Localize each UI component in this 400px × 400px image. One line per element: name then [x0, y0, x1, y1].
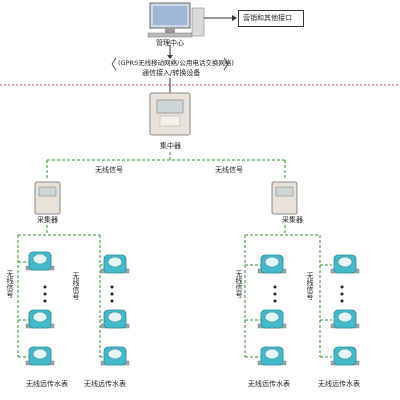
water-meter-icon — [25, 251, 55, 271]
management-center-label: 管理中心 — [156, 39, 184, 47]
meter-label: 无线远传水表 — [26, 380, 68, 388]
network-line-1: (GPRS无线移动网络/公用电话交换网络) — [118, 59, 234, 67]
concentrator-label: 集中器 — [160, 142, 181, 150]
arrow-head-icon — [167, 55, 173, 59]
wireless-links — [17, 152, 332, 358]
interface-box: 营销和其他接口 — [238, 10, 304, 27]
water-meter-icon — [100, 346, 130, 366]
water-meter-icon — [25, 346, 55, 366]
collector-device-icon — [271, 181, 298, 215]
wireless-label-right: 无线信号 — [215, 166, 243, 174]
water-meter-icon — [100, 309, 130, 329]
wireless-vertical-label: 无线信号 — [306, 272, 314, 300]
computer-icon — [147, 2, 205, 38]
water-meter-icon — [257, 254, 287, 274]
water-meter-icon — [257, 309, 287, 329]
ellipsis-dots — [43, 285, 344, 303]
water-meter-icon — [257, 346, 287, 366]
meter-label: 无线远传水表 — [318, 380, 360, 388]
wireless-vertical-label: 无线信号 — [6, 270, 14, 298]
concentrator-device-icon — [149, 92, 191, 136]
wireless-vertical-label: 无线信号 — [235, 270, 243, 298]
collector-device-icon — [34, 181, 61, 215]
arrow-head-icon — [232, 15, 237, 21]
collector-label-left: 采集器 — [37, 216, 58, 224]
meter-label: 无线远传水表 — [248, 380, 290, 388]
wireless-vertical-label: 无线信号 — [72, 272, 80, 300]
water-meter-icon — [330, 346, 360, 366]
water-meter-icon — [330, 309, 360, 329]
wireless-label-left: 无线信号 — [95, 166, 123, 174]
interface-label: 营销和其他接口 — [243, 14, 292, 22]
bracket-right — [223, 57, 229, 71]
network-line-2: 通信接入/转换设备 — [142, 69, 201, 77]
meter-label: 无线远传水表 — [84, 380, 126, 388]
water-meter-icon — [100, 254, 130, 274]
collector-label-right: 采集器 — [282, 216, 303, 224]
water-meter-icon — [330, 254, 360, 274]
water-meter-icon — [25, 309, 55, 329]
bracket-left — [111, 57, 117, 71]
